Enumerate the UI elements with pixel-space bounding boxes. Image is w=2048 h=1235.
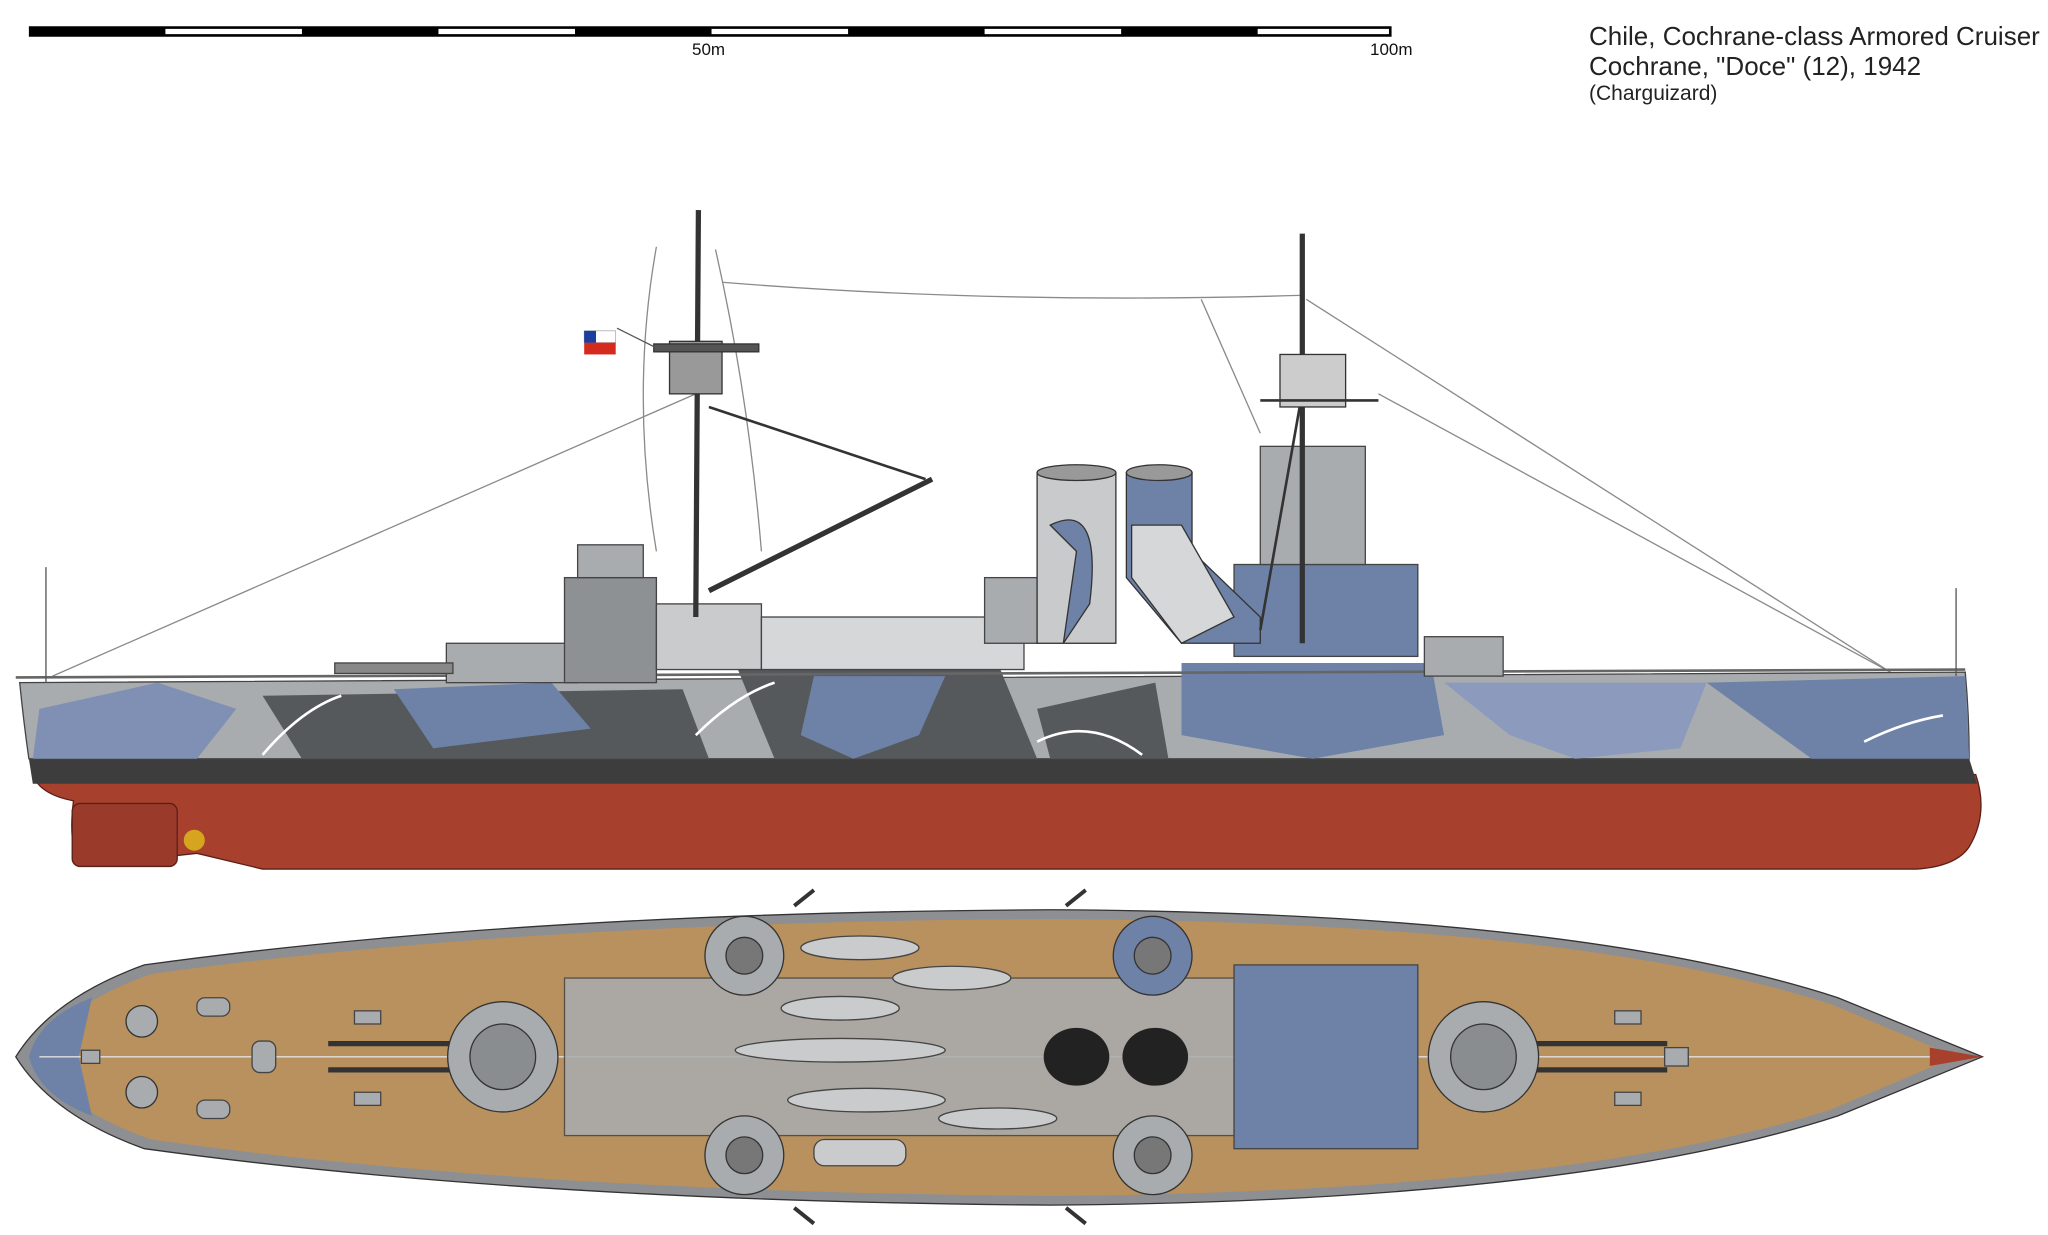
wing-turret-fp (704, 888, 816, 996)
wing-turret-ap (1064, 888, 1193, 996)
title-line-2: Cochrane, "Doce" (12), 1942 (1589, 50, 1922, 81)
funnels (1036, 464, 1261, 645)
scale-label-100m: 100m (1370, 40, 1413, 59)
side-profile (15, 210, 1982, 870)
author-credit: (Charguizard) (1589, 81, 1718, 105)
scale-label-50m: 50m (692, 40, 726, 59)
camouflage (32, 662, 1970, 759)
masts (653, 210, 1379, 644)
crane (707, 476, 934, 594)
boot-stripe (28, 758, 1978, 784)
foremast (693, 210, 702, 618)
rudder (71, 802, 178, 868)
turrets (125, 888, 1668, 1226)
wing-turret-as (1064, 1115, 1193, 1226)
plan-view (14, 888, 1985, 1226)
turret-a (328, 1001, 559, 1113)
aft-funnel-top (1122, 1027, 1189, 1086)
chile-flag (583, 327, 657, 355)
title-line-1: Chile, Cochrane-class Armored Cruiser (1589, 21, 2040, 51)
rigging (52, 246, 1891, 677)
forward-funnel-top (1043, 1027, 1110, 1086)
lower-hull (31, 773, 1982, 870)
scale-bar (28, 26, 1392, 37)
turret-x (1427, 1001, 1668, 1113)
propeller (183, 829, 205, 851)
superstructure (334, 445, 1504, 684)
drawing-title: Chile, Cochrane-class Armored Cruiser Co… (1589, 21, 2040, 106)
wing-turret-fs (704, 1115, 816, 1226)
